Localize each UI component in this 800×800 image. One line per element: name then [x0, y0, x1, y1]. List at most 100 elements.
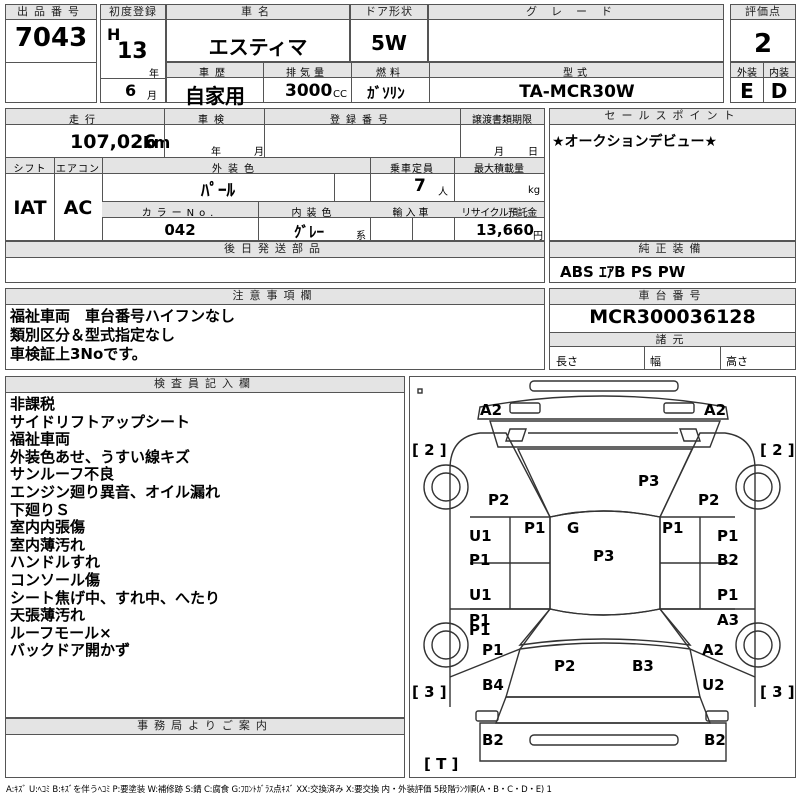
first-registration-label: 初度登録	[101, 5, 165, 20]
damage-mark: P1	[717, 586, 739, 604]
model-value: TA-MCR30W	[519, 82, 635, 102]
damage-mark: A2	[480, 401, 503, 419]
grade-label: グレード	[429, 5, 723, 20]
inspector-line: シート焦げ中、すれ中、へたり	[10, 588, 221, 607]
first-registration-box: 初度登録 H 13 年 6 月	[100, 4, 166, 103]
colorno-label: カラーNo.	[141, 208, 219, 219]
inspector-label: 検査員記入欄	[6, 377, 404, 393]
damage-mark: P1	[524, 519, 546, 537]
inspection-month-unit: 月	[254, 147, 264, 158]
length-label: 長さ	[556, 355, 578, 368]
sales-point-label: セールスポイント	[550, 109, 795, 125]
corner-label: [ T ]	[424, 755, 459, 773]
inspection-year-unit: 年	[211, 147, 221, 158]
specs-box: 走行 107,026 km 車検 年 月 登録番号 譲渡書類期限 月 日 シフト…	[5, 108, 545, 242]
height-label: 高さ	[726, 355, 748, 368]
year-unit: 年	[149, 69, 159, 80]
score-label: 評価点	[731, 5, 795, 20]
damage-mark: B3	[632, 657, 654, 675]
inspector-line: 下廻りＳ	[10, 500, 71, 519]
deadline-label: 譲渡書類期限	[472, 115, 532, 126]
inspector-line: エンジン廻り異音、オイル漏れ	[10, 483, 221, 501]
cc-unit: CC	[333, 89, 347, 100]
import-label: 輸入車	[392, 208, 432, 219]
ext-grade-label: 外装	[737, 68, 757, 79]
chassis-box: 車台番号 MCR300036128 諸元 長さ 幅 高さ	[549, 288, 796, 370]
damage-mark: P2	[554, 657, 576, 675]
width-label: 幅	[650, 355, 661, 368]
capacity-value: 7	[414, 176, 426, 196]
ac-value: AC	[63, 197, 93, 219]
ac-label: エアコン	[56, 164, 100, 175]
corner-label: [ 3 ]	[760, 683, 795, 701]
car-name-label: 車名	[167, 5, 349, 20]
equipment-box: 純正装備 ABS ｴｱB PS PW	[549, 241, 796, 283]
legend: A:ｷｽﾞ U:ﾍｺﾐ B:ｷｽﾞを伴うﾍｺﾐ P:要塗装 W:補修跡 S:錆 …	[6, 785, 552, 795]
damage-mark: P1	[662, 519, 684, 537]
deadline-day-unit: 日	[528, 147, 538, 158]
car-diagram	[417, 380, 781, 762]
damage-mark: P3	[593, 547, 615, 565]
damage-mark: P2	[698, 491, 720, 509]
sales-point-box: セールスポイント ★オークションデビュー★	[549, 108, 796, 241]
ext-int-grade-box: 外装 内装 E D	[730, 62, 796, 103]
mileage: 107,026	[70, 131, 157, 153]
score-box: 評価点 2	[730, 4, 796, 62]
ext-grade: E	[740, 79, 754, 103]
yen-unit: 円	[533, 231, 543, 242]
car-name: エスティマ	[208, 35, 308, 59]
inspection-label: 車検	[198, 115, 230, 126]
colorno-value: 042	[164, 221, 196, 239]
month-unit: 月	[147, 91, 157, 102]
inspector-line: コンソール傷	[10, 571, 101, 589]
lot-number-label: 出品番号	[6, 5, 96, 20]
door-label: ドア形状	[351, 5, 427, 20]
recycle-value: 13,660	[476, 221, 534, 239]
displacement-label: 排気量	[286, 68, 328, 79]
notes-label: 注意事項欄	[6, 289, 544, 305]
note-line: 車検証上3Noです。	[10, 345, 147, 363]
grade-box: グレード	[428, 4, 724, 62]
damage-mark: P1	[469, 611, 491, 629]
note-line: 類別区分＆型式指定なし	[10, 326, 176, 344]
sales-point: ★オークションデビュー★	[552, 134, 718, 150]
deadline-month-unit: 月	[494, 147, 504, 158]
corner-label: [ 2 ]	[760, 441, 795, 459]
history-row: 車歴 自家用 排気量 3000 CC 燃料 ｶﾞｿﾘﾝ 型式 TA-MCR30W	[166, 62, 724, 108]
damage-mark: P3	[638, 472, 660, 490]
damage-mark: A2	[702, 641, 725, 659]
later-parts-box: 後日発送部品	[5, 241, 545, 283]
notes-box: 注意事項欄 福祉車両 車台番号ハイフンなし 類別区分＆型式指定なし 車検証上3N…	[5, 288, 545, 370]
fuel-label: 燃料	[376, 68, 404, 79]
inspector-line: バックドア開かず	[10, 641, 131, 660]
car-diagram-box: A2 A2 P2 P2 P3 P1 G P1 U1 P1 P1 P1 B2 P3…	[409, 376, 796, 778]
registration-month: 6	[125, 81, 137, 100]
damage-mark: U2	[702, 676, 725, 694]
interior-color-label: 内装色	[291, 208, 337, 219]
office-box: 事務局よりご案内	[5, 718, 405, 778]
km-unit: km	[143, 133, 171, 152]
color-value: ﾊﾟｰﾙ	[201, 181, 235, 201]
damage-mark: P1	[482, 641, 504, 659]
shift-label: シフト	[13, 164, 47, 175]
displacement-value: 3000	[285, 81, 333, 101]
damage-mark: U1	[469, 586, 492, 604]
lot-number: 7043	[14, 23, 88, 53]
car-name-box: 車名 エスティマ	[166, 4, 350, 62]
inspector-line: 非課税	[10, 395, 56, 413]
damage-mark: B2	[704, 731, 726, 749]
damage-mark: U1	[469, 527, 492, 545]
mileage-label: 走行	[69, 115, 101, 126]
dims-label: 諸元	[550, 332, 795, 347]
damage-mark: B2	[717, 551, 739, 569]
corner-label: [ 2 ]	[412, 441, 447, 459]
door-box: ドア形状 5W	[350, 4, 428, 62]
recycle-label: リサイクル預託金	[461, 208, 537, 219]
fuel-value: ｶﾞｿﾘﾝ	[367, 84, 405, 102]
history-value: 自家用	[185, 84, 245, 108]
damage-mark: P2	[488, 491, 510, 509]
score: 2	[753, 29, 773, 59]
inspector-line: サンルーフ不良	[10, 465, 115, 484]
later-parts-label: 後日発送部品	[6, 242, 544, 258]
kg-unit: kg	[528, 185, 541, 196]
